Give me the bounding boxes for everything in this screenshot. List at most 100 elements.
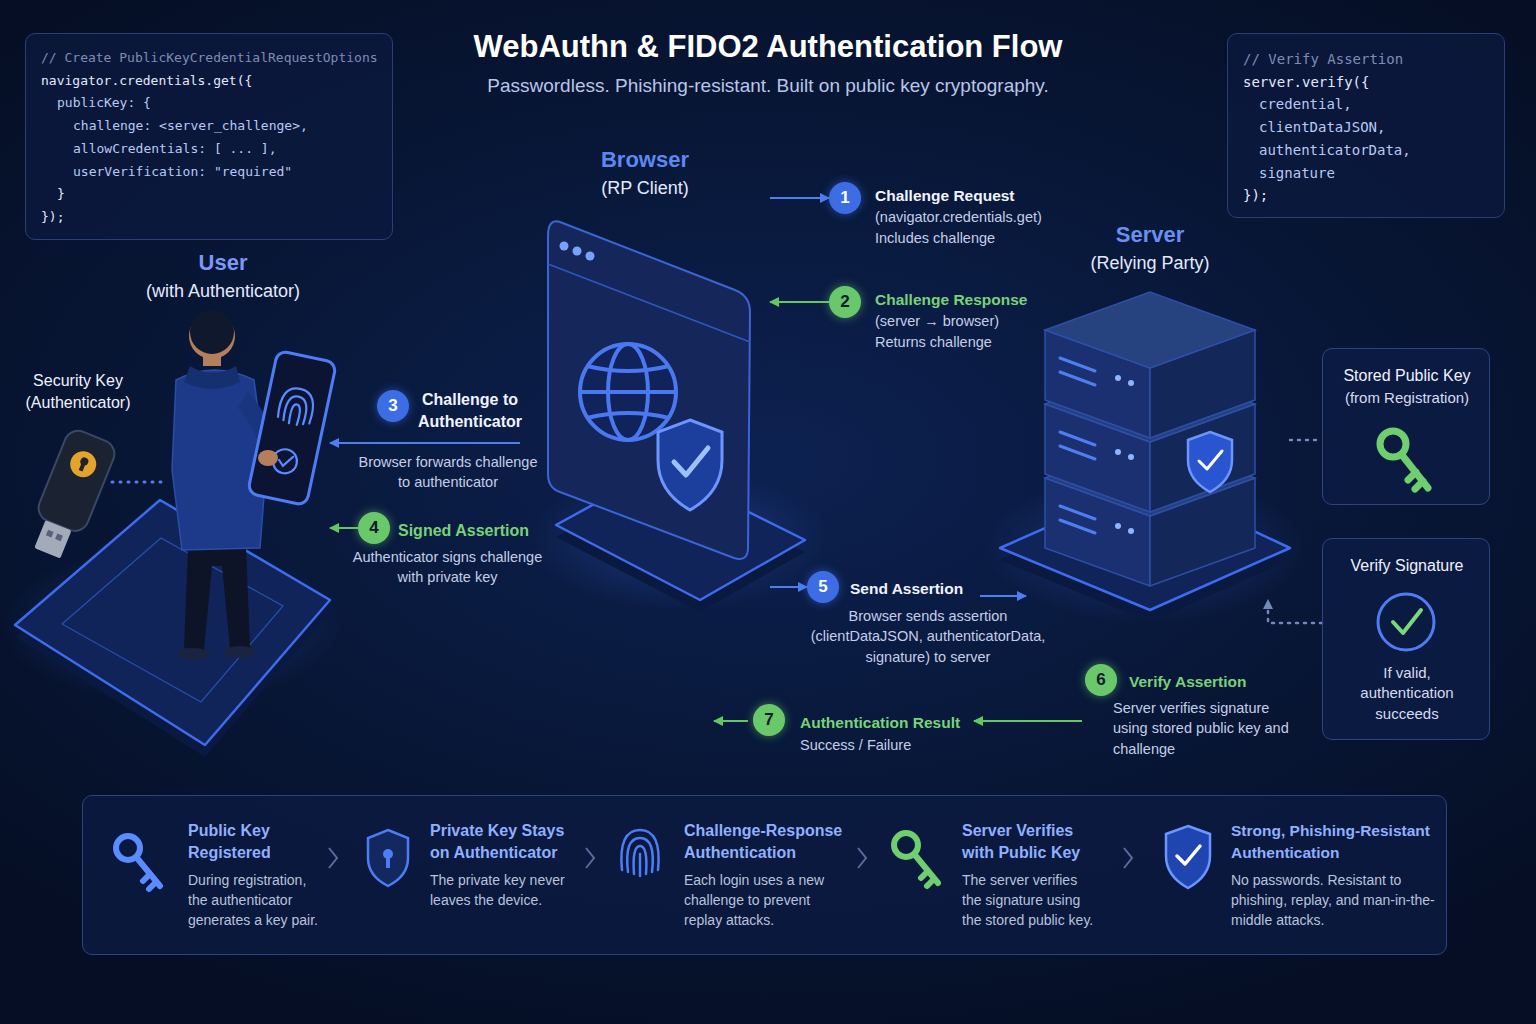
code-line: navigator.credentials.get({ <box>41 70 252 93</box>
step-label: (navigator.credentials.get) <box>875 207 1042 227</box>
security-key <box>23 427 118 563</box>
step-label: (server → browser) <box>875 311 999 331</box>
step-arrows <box>112 482 1082 721</box>
step-label: Includes challenge <box>875 228 995 248</box>
flow-arrow <box>770 301 829 303</box>
flow-arrow <box>330 527 358 529</box>
dotted-connector <box>1268 600 1322 623</box>
server-stack <box>1199 451 1222 469</box>
security-key <box>46 530 54 538</box>
step-label: Server verifies signature using stored p… <box>1113 698 1291 759</box>
code-line: clientDataJSON, <box>1259 116 1385 139</box>
code-line: } <box>57 183 65 206</box>
feature-title: Private Key Stays on Authenticator <box>430 820 575 864</box>
step-label: Security Key (Authenticator) <box>18 370 138 415</box>
code-line: signature <box>1259 162 1335 185</box>
step-label: Send Assertion <box>850 578 963 600</box>
actor-role: (with Authenticator) <box>73 279 373 303</box>
feature-icons <box>915 855 938 886</box>
step-number: 7 <box>753 704 785 736</box>
step-number-text: 6 <box>1085 664 1117 696</box>
code-line: // Verify Assertion <box>1243 48 1403 71</box>
info-box: Stored Public Key(from Registration) <box>1322 348 1490 505</box>
code-line: publicKey: { <box>57 92 151 115</box>
phone <box>288 404 301 425</box>
feature-item: Server Verifies with Public KeyThe serve… <box>962 820 1100 930</box>
panel-fills <box>1322 538 1490 740</box>
server-stack <box>1060 506 1095 533</box>
code-panel: // Create PublicKeyCredentialRequestOpti… <box>25 33 393 240</box>
person-figure <box>224 646 256 658</box>
step-label: Challenge Request <box>875 185 1015 207</box>
flow-arrow <box>770 197 829 199</box>
feature-icons <box>137 858 160 889</box>
chevrons <box>1124 848 1132 868</box>
actor-heading: Browser(RP Client) <box>495 140 795 200</box>
user-platform <box>15 500 330 745</box>
info-box: Verify Signature If valid, authentication… <box>1322 538 1490 740</box>
step-arrows <box>974 720 1082 722</box>
feature-title: Server Verifies with Public Key <box>962 820 1100 864</box>
step-label: Challenge Response <box>875 289 1027 311</box>
code-line: credential, <box>1259 93 1352 116</box>
feature-text: The server verifies the signature using … <box>962 870 1100 930</box>
step-number-text: 4 <box>358 512 390 544</box>
actor-name: User <box>73 249 373 277</box>
server-stack <box>1060 432 1095 459</box>
chevrons <box>586 848 594 868</box>
server-stack <box>1045 292 1255 586</box>
browser-window <box>587 413 669 418</box>
verify-check-icon <box>1378 594 1434 650</box>
feature-item: Strong, Phishing-Resistant Authenticatio… <box>1231 820 1443 930</box>
step-arrows <box>112 481 164 484</box>
server-stack <box>1115 375 1134 534</box>
chevrons <box>329 848 337 868</box>
code-line: // Create PublicKeyCredentialRequestOpti… <box>41 47 378 70</box>
actor-platform: Server(Relying Party) <box>1000 215 1290 600</box>
feature-icons <box>639 854 642 876</box>
step-number: 5 <box>807 571 839 603</box>
code-line: }); <box>41 206 64 229</box>
step-label: Authentication Result <box>800 712 960 734</box>
step-label: Browser sends assertion (clientDataJSON,… <box>803 606 1053 667</box>
person-figure <box>178 648 210 660</box>
step-number: 4 <box>358 512 390 544</box>
feature-title: Strong, Phishing-Resistant Authenticatio… <box>1231 820 1443 864</box>
step-label: Verify Assertion <box>1129 671 1246 693</box>
feature-band: Public Key RegisteredDuring registration… <box>82 795 1447 955</box>
phone <box>247 350 336 505</box>
step-number: 1 <box>829 182 861 214</box>
dotted-connector <box>1290 439 1322 442</box>
box-body: If valid, authentication succeeds <box>1342 663 1472 724</box>
user-platform <box>15 500 330 757</box>
code-line: }); <box>1243 184 1268 207</box>
code-line: challenge: <server_challenge>, <box>73 115 308 138</box>
security-key <box>79 462 86 472</box>
box-heading: Stored Public Key <box>1329 365 1485 387</box>
browser-window <box>580 344 676 440</box>
server-stack <box>1060 358 1095 385</box>
step-label: Success / Failure <box>800 735 911 755</box>
actor-platform: Browser(RP Client) <box>520 140 770 600</box>
box-heading: Verify Signature <box>1329 555 1485 577</box>
box-body: (from Registration) <box>1329 388 1485 408</box>
browser-window <box>580 390 676 394</box>
server-stack <box>1128 380 1134 386</box>
step-arrows <box>980 595 1026 597</box>
feature-text: During registration, the authenticator g… <box>188 870 323 930</box>
step-number-text: 7 <box>753 704 785 736</box>
feature-title: Challenge-Response Authentication <box>684 820 849 864</box>
user-platform <box>62 538 283 702</box>
code-line: userVerification: "required" <box>73 161 292 184</box>
step-number-text: 2 <box>829 286 861 318</box>
person-figure <box>184 366 240 389</box>
browser-window <box>587 366 669 371</box>
step-number: 3 <box>377 390 409 422</box>
step-label: Challenge to Authenticator <box>405 389 535 434</box>
browser-window <box>548 264 750 342</box>
step-label: Signed Assertion <box>398 520 529 542</box>
security-key <box>34 427 118 535</box>
chevrons <box>858 848 866 868</box>
server-stack <box>1115 449 1121 455</box>
